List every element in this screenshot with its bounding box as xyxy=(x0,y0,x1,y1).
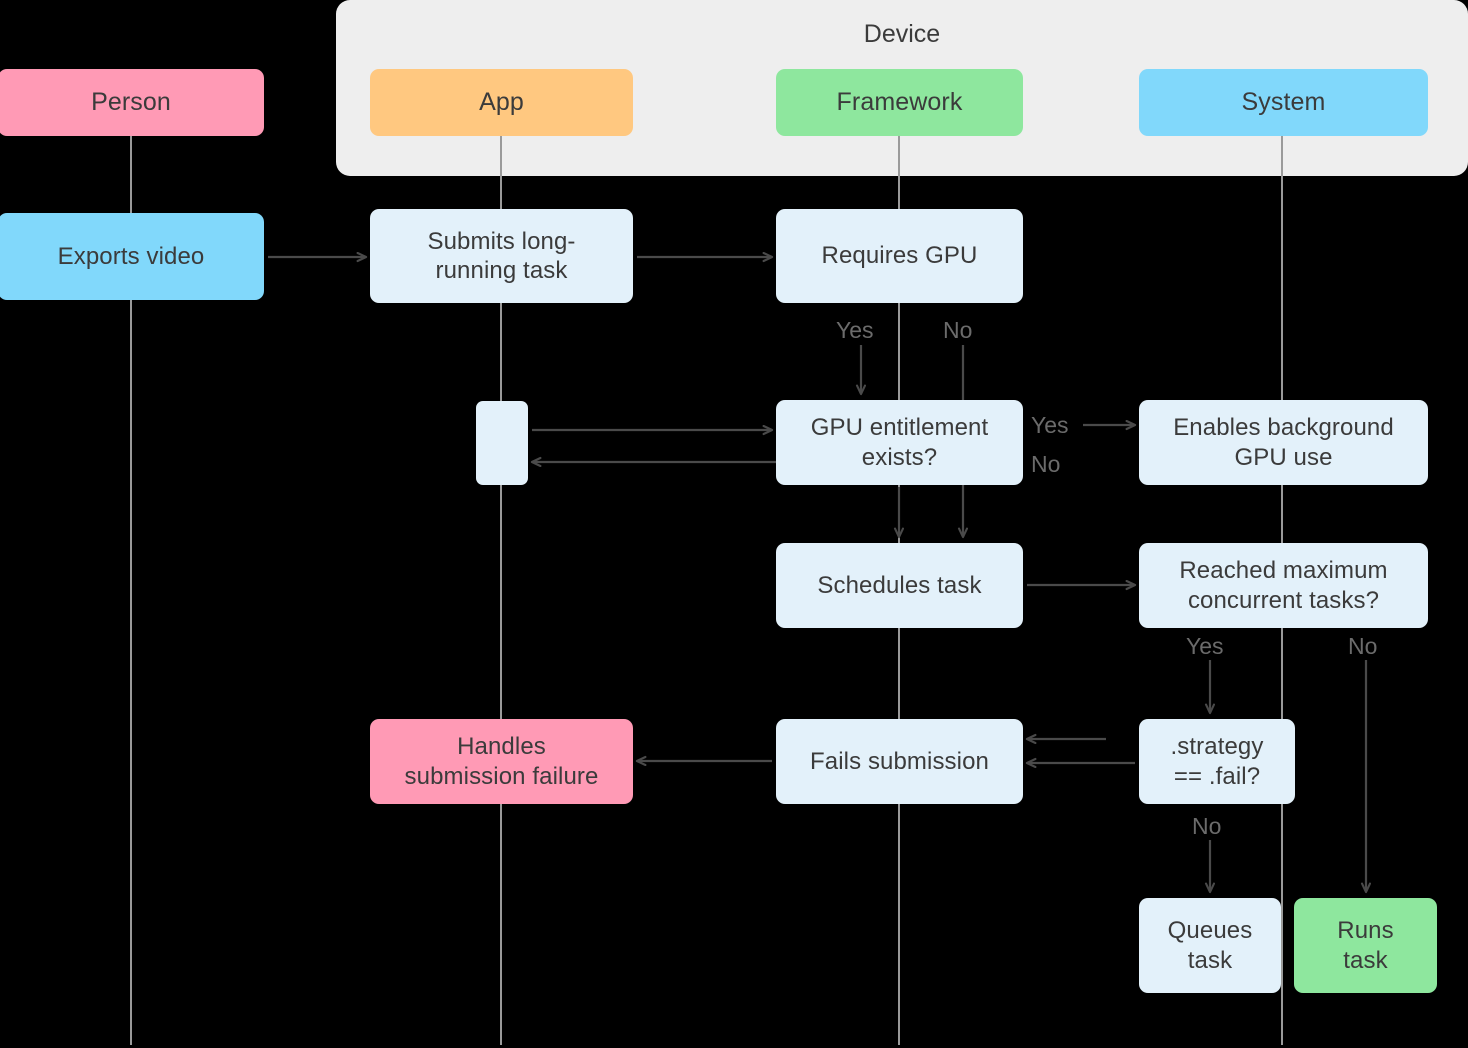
actor-header-system[interactable]: System xyxy=(1139,69,1428,136)
edge-label-max-concurrent-yes: Yes xyxy=(1186,633,1224,659)
actor-header-framework[interactable]: Framework xyxy=(776,69,1023,136)
step-label: Schedules task xyxy=(817,571,982,599)
step-submits-long-running-task[interactable]: Submits long-running task xyxy=(370,209,633,303)
actor-label: Framework xyxy=(836,88,963,117)
actor-header-person[interactable]: Person xyxy=(0,69,264,136)
app-activation[interactable] xyxy=(476,401,528,485)
step-label: Exports video xyxy=(57,242,205,270)
edge-label-max-concurrent-no: No xyxy=(1348,633,1378,659)
step-exports-video[interactable]: Exports video xyxy=(0,213,264,300)
device-group-title: Device xyxy=(863,20,941,48)
actor-label: System xyxy=(1241,88,1326,117)
lifeline-app xyxy=(500,136,502,1045)
step-requires-gpu[interactable]: Requires GPU xyxy=(776,209,1023,303)
actor-label: App xyxy=(479,88,524,117)
step-label: .strategy== .fail? xyxy=(1170,733,1264,790)
step-label: Requires GPU xyxy=(821,242,978,270)
step-fails-submission[interactable]: Fails submission xyxy=(776,719,1023,804)
edge-label-requires-gpu-yes: Yes xyxy=(836,317,874,343)
edge-label-requires-gpu-no: No xyxy=(943,317,973,343)
lifeline-person xyxy=(130,136,132,1045)
step-label: Submits long-running task xyxy=(427,227,576,284)
actor-label: Person xyxy=(91,88,171,117)
actor-header-app[interactable]: App xyxy=(370,69,633,136)
step-label: Fails submission xyxy=(810,747,989,775)
edge-label-entitlement-no: No xyxy=(1031,451,1061,477)
step-strategy-equals-fail[interactable]: .strategy== .fail? xyxy=(1139,719,1295,804)
edge-label-strategy-no: No xyxy=(1192,813,1222,839)
edge-label-entitlement-yes: Yes xyxy=(1031,412,1069,438)
step-schedules-task[interactable]: Schedules task xyxy=(776,543,1023,628)
